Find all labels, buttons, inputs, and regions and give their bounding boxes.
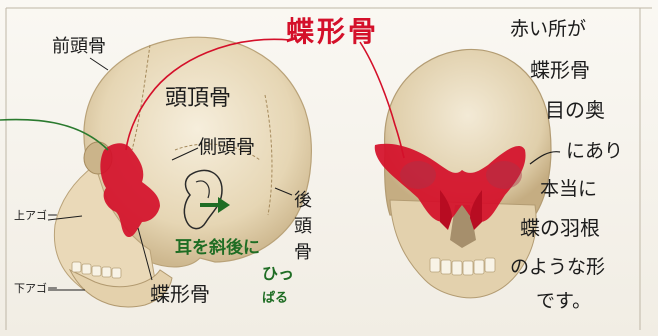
right-note-line3: 目の奥 [545,100,605,120]
right-orbit-right [486,161,522,189]
label-sphenoid-bottom: 蝶形骨 [150,284,210,304]
ear-note-line1: 耳を斜後に [175,240,260,257]
label-frontal: 前頭骨 [52,38,106,56]
right-note-line5: 本当に [540,180,597,199]
label-temporal: 側頭骨 [198,138,255,157]
right-note-line8: です。 [536,292,591,311]
label-occipital-3: 骨 [294,244,312,262]
frontal-leader [90,58,108,70]
right-note-line2: 蝶形骨 [530,60,590,80]
right-note-line1: 赤い所が [510,20,586,39]
right-note-line7: のような形 [510,258,605,277]
right-note-line6: 蝶の羽根 [520,218,600,238]
label-maxilla: 上アゴー [14,210,58,221]
label-occipital-1: 後 [294,192,312,210]
title-sphenoid: 蝶形骨 [286,18,379,46]
label-parietal: 頭頂骨 [165,88,231,110]
label-mandible: 下アゴー [14,283,58,294]
right-note-line4: にあり [566,142,623,161]
right-orbit-left [400,161,436,189]
label-occipital-2: 頭 [294,218,312,236]
ear-note-line2: ひっ [262,266,294,282]
ear-note-line3: ぱる [262,292,288,305]
